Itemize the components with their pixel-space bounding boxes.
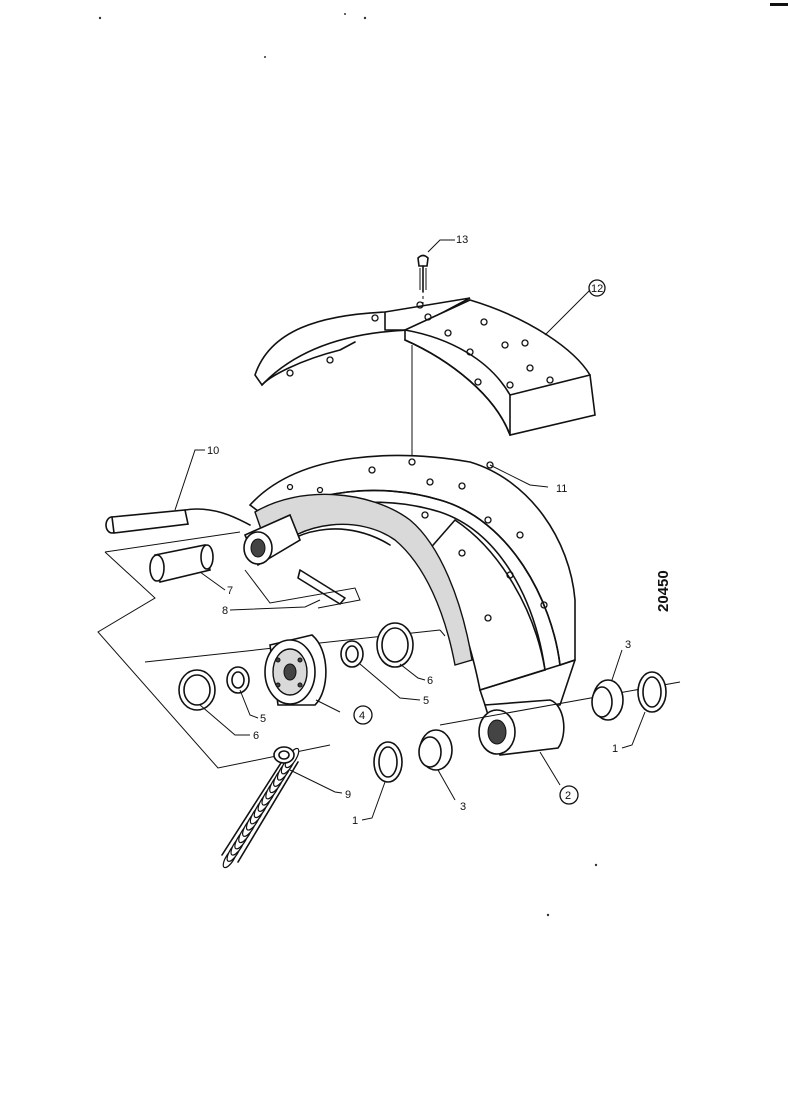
label-11: 11 [556, 483, 567, 495]
pivot-boss-2 [439, 681, 681, 756]
bush-5-right [340, 640, 364, 668]
label-3-left: 3 [460, 801, 466, 813]
leader-lines [174, 239, 646, 821]
part-8 [297, 569, 346, 605]
spring-9 [221, 746, 300, 869]
scan-artifacts [98, 3, 788, 917]
spring-coils [222, 747, 300, 869]
callout-circle-4 [353, 705, 373, 725]
part-labels: 13 12 11 10 7 8 6 5 4 6 5 2 3 1 3 1 9 [207, 234, 631, 827]
label-8: 8 [222, 605, 228, 617]
sleeve-7 [149, 544, 214, 583]
bush-3-left [418, 729, 453, 771]
label-12: 12 [591, 283, 603, 295]
brake-lining-12 [254, 297, 596, 436]
label-5-right: 5 [423, 695, 429, 707]
ring-6-right [376, 622, 414, 668]
bolt-13 [417, 254, 429, 308]
ring-6-left [178, 669, 216, 711]
label-3-right: 3 [625, 639, 631, 651]
lining-rivet-holes [286, 301, 554, 389]
drawing-number: 20450 [655, 570, 672, 612]
bush-5-left [226, 666, 250, 694]
bush-3-right [591, 679, 624, 721]
pin-10 [105, 508, 251, 534]
label-10: 10 [207, 445, 219, 457]
brake-shoe-11 [243, 454, 576, 706]
label-5-left: 5 [260, 713, 266, 725]
label-6-right: 6 [427, 675, 433, 687]
label-9: 9 [345, 789, 351, 801]
label-2: 2 [565, 790, 571, 802]
label-13: 13 [456, 234, 468, 246]
label-1-right: 1 [612, 743, 618, 755]
label-7: 7 [227, 585, 233, 597]
label-4: 4 [359, 710, 365, 722]
ring-1-right [637, 671, 667, 713]
roller-4 [264, 634, 327, 706]
callout-circle-2 [559, 785, 579, 805]
label-6-left: 6 [253, 730, 259, 742]
label-1-left: 1 [352, 815, 358, 827]
ring-1-left [373, 741, 403, 783]
callout-circle-12 [588, 279, 606, 297]
shoe-rivet-holes [286, 458, 548, 622]
